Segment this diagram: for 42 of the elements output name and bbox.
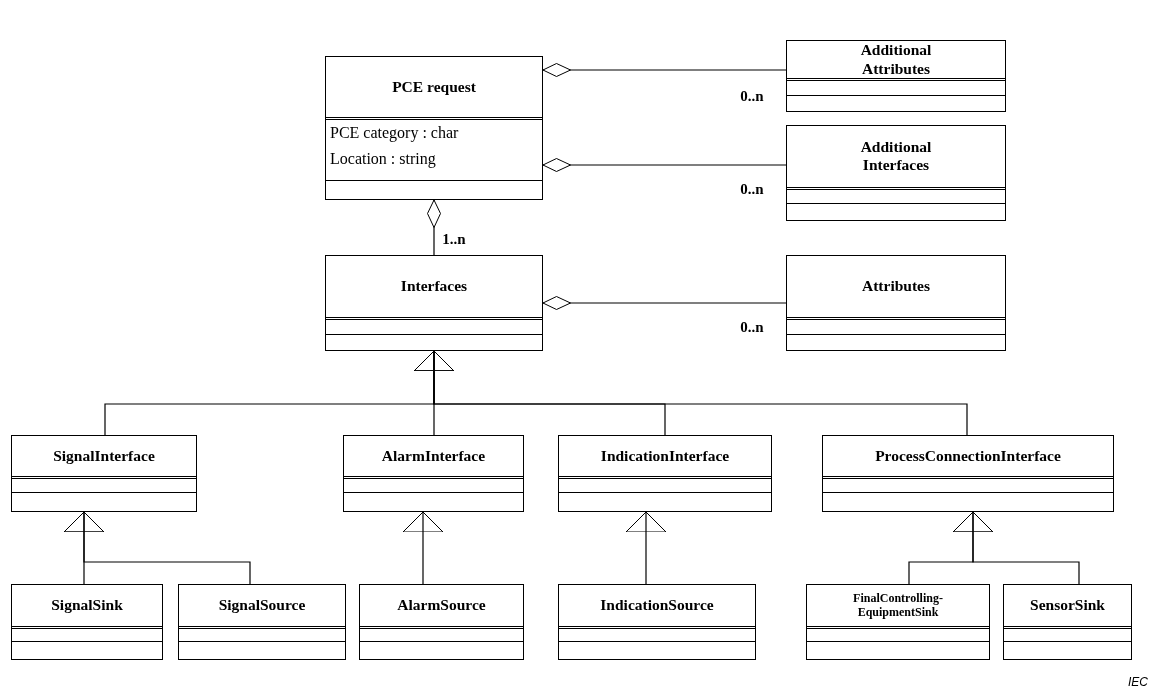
class-box [11,584,163,660]
aggregation-line [427,199,441,256]
source-note: IEC [1128,675,1148,689]
class-box [558,584,756,660]
class-name: SignalSource [218,596,306,615]
class-name: FinalControlling-EquipmentSink [852,591,944,620]
class-name: ProcessConnectionInterface [875,446,1061,466]
class-name: SignalInterface [53,446,155,466]
class-box [558,435,772,512]
aggregation-line [542,158,787,172]
class-box [343,435,524,512]
class-box [359,584,524,660]
generalization-arrow [952,511,1080,585]
attribute-text: Location : string [330,150,437,169]
class-name: Interfaces [400,277,468,296]
class-name: Attributes [862,277,930,296]
class-box [1003,584,1132,660]
class-name: Additional Interfaces [859,137,933,175]
generalization-arrow [63,511,251,585]
aggregation-line [542,296,787,310]
generalization-arrow [625,511,667,585]
class-name: IndicationSource [600,596,714,615]
class-box [786,125,1006,221]
generalization-arrow [413,350,968,436]
class-box [325,255,543,351]
class-name: IndicationInterface [600,446,730,466]
class-name: PCE request [392,77,476,97]
class-name: AlarmSource [397,596,486,615]
aggregation-line [542,63,787,77]
generalization-arrow [402,511,444,585]
class-box [11,435,197,512]
class-name: Additional Attributes [859,40,933,79]
class-box [325,56,543,200]
attribute-text: PCE category : char [330,124,460,143]
class-box [786,255,1006,351]
class-box [822,435,1114,512]
class-name: SignalSink [51,596,123,615]
class-box [786,40,1006,112]
class-box [806,584,990,660]
class-box [178,584,346,660]
class-name: AlarmInterface [381,446,486,466]
class-name: SensorSink [1030,596,1105,615]
